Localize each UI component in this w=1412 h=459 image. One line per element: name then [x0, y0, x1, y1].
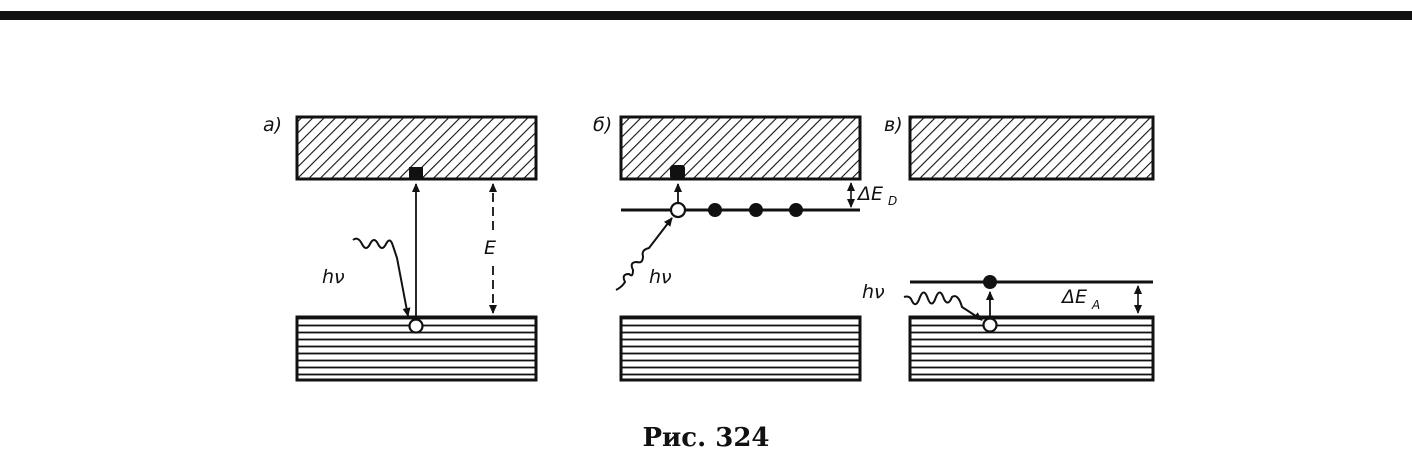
valence-band	[908, 315, 1155, 382]
photon-label: hν	[322, 266, 345, 288]
panel-a: а) E hν	[263, 114, 538, 382]
hole	[982, 317, 998, 333]
electron	[409, 167, 423, 179]
ionization-energy-label: ΔE	[1060, 286, 1087, 308]
conduction-band	[619, 115, 862, 181]
ionization-energy-subscript: D	[888, 194, 897, 208]
hole	[408, 318, 424, 334]
valence-band	[619, 315, 862, 382]
top-rule	[0, 11, 1412, 20]
panel-c: в) ΔE A hν	[862, 114, 1155, 382]
ionized-donor	[669, 201, 687, 219]
photon-wave	[903, 291, 983, 321]
electron	[670, 165, 685, 179]
panel-c-label: в)	[884, 114, 903, 136]
figure-caption: Рис. 324	[642, 423, 769, 453]
photon-label: hν	[649, 266, 672, 288]
ionization-energy-label: ΔE	[856, 183, 883, 205]
ionization-energy-subscript: A	[1091, 298, 1100, 312]
band-gap-label: E	[484, 237, 496, 259]
donor-electron	[789, 203, 803, 217]
captured-electron	[983, 275, 997, 289]
panel-b: б) ΔE D hν	[593, 114, 897, 382]
photon-wave	[352, 237, 411, 317]
donor-electron	[708, 203, 722, 217]
conduction-band	[908, 115, 1155, 181]
photon-wave	[615, 217, 673, 291]
panel-b-label: б)	[593, 114, 612, 136]
photon-label: hν	[862, 281, 885, 303]
panel-a-label: а)	[263, 114, 282, 136]
donor-electron	[749, 203, 763, 217]
